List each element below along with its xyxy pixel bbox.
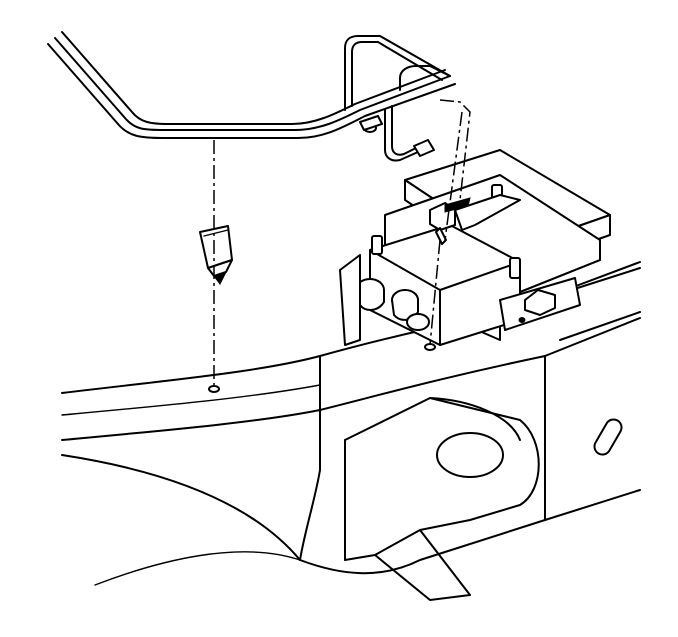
- pipe-fitting-1: [413, 139, 435, 157]
- assembly-centerlines: [213, 99, 471, 386]
- pipe-retainer-clip: [199, 225, 233, 285]
- frame-hole-left: [208, 385, 220, 393]
- pipe-fitting-2: [359, 115, 383, 131]
- brake-pipes: [47, 31, 456, 162]
- abs-modulator: [339, 149, 611, 346]
- frame-hole-right: [424, 343, 436, 351]
- connector-clip: [429, 194, 521, 245]
- crossmember-boss: [344, 397, 540, 601]
- port-3: [406, 313, 430, 331]
- mount-bolt: [524, 289, 556, 316]
- boss-hole: [436, 432, 504, 478]
